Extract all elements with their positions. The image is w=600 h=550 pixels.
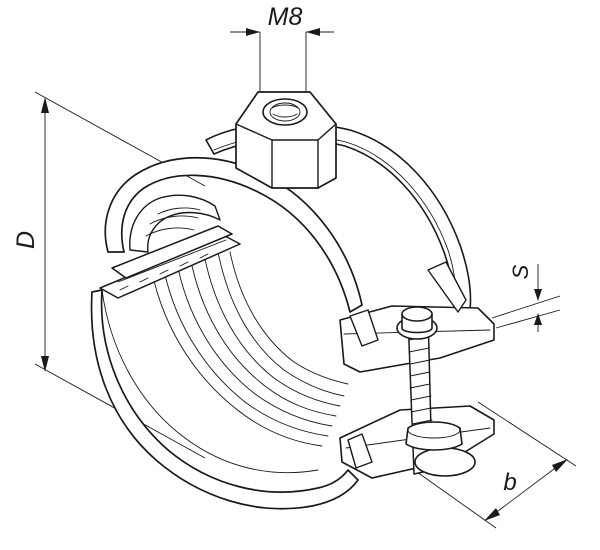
arrow-s-up bbox=[534, 313, 542, 325]
upper-ear-rib bbox=[427, 261, 467, 313]
split-hatch bbox=[119, 253, 209, 291]
extension-line-b-back bbox=[477, 401, 577, 467]
liner-rib-6 bbox=[217, 251, 345, 397]
label-thread: M8 bbox=[268, 3, 303, 31]
lower-ear-rib-left bbox=[347, 433, 373, 469]
liner-top-rib-b bbox=[149, 215, 199, 225]
hex-nut bbox=[235, 91, 337, 189]
label-width: b bbox=[503, 469, 516, 496]
nut-edge-1 bbox=[235, 123, 273, 141]
label-diameter: D bbox=[12, 231, 40, 249]
liner-rib-5 bbox=[203, 253, 341, 407]
rubber-liner bbox=[129, 194, 349, 447]
arrow-b-lower bbox=[484, 508, 500, 521]
lower-nut-top bbox=[407, 421, 461, 439]
clamp-screw bbox=[396, 306, 476, 477]
band-split-joint bbox=[99, 225, 241, 299]
liner-rib-3 bbox=[175, 257, 333, 427]
lower-nut bbox=[405, 421, 463, 451]
split-tab-upper bbox=[111, 225, 233, 279]
liner-rib-7 bbox=[229, 251, 349, 385]
arrow-b-upper bbox=[552, 459, 568, 472]
arrow-m8-left bbox=[246, 28, 260, 36]
front-band-inner-curve bbox=[101, 289, 319, 474]
liner-rib-4 bbox=[189, 255, 337, 417]
liner-top-rib-c bbox=[145, 227, 195, 237]
screw-top-face bbox=[401, 306, 433, 322]
lower-washer bbox=[414, 447, 476, 477]
extension-line-s-top bbox=[491, 295, 561, 319]
dimension-line-b bbox=[485, 459, 567, 521]
extension-line-s-bottom bbox=[495, 309, 561, 329]
front-band-upper bbox=[104, 156, 363, 313]
arrow-m8-right bbox=[306, 28, 320, 36]
split-gap-line bbox=[117, 239, 227, 283]
dimension-d: D bbox=[12, 91, 206, 459]
liner-rib-1 bbox=[149, 261, 323, 447]
nut-bore-inner bbox=[269, 102, 301, 122]
upper-ear-rib-left bbox=[349, 309, 379, 347]
dimension-s: S bbox=[491, 264, 561, 332]
arrow-up bbox=[41, 97, 49, 113]
liner-rib-2 bbox=[161, 259, 329, 437]
arrow-s-down bbox=[534, 289, 542, 301]
label-thickness: S bbox=[508, 264, 533, 279]
front-band-lower bbox=[90, 289, 359, 510]
arrow-down bbox=[41, 356, 49, 372]
clamp-front-band bbox=[90, 156, 363, 510]
dimension-m8: M8 bbox=[230, 3, 334, 112]
nut-edge-3 bbox=[317, 123, 337, 141]
liner-top-rib-a bbox=[157, 207, 201, 215]
nut-thread-marks bbox=[271, 104, 299, 118]
